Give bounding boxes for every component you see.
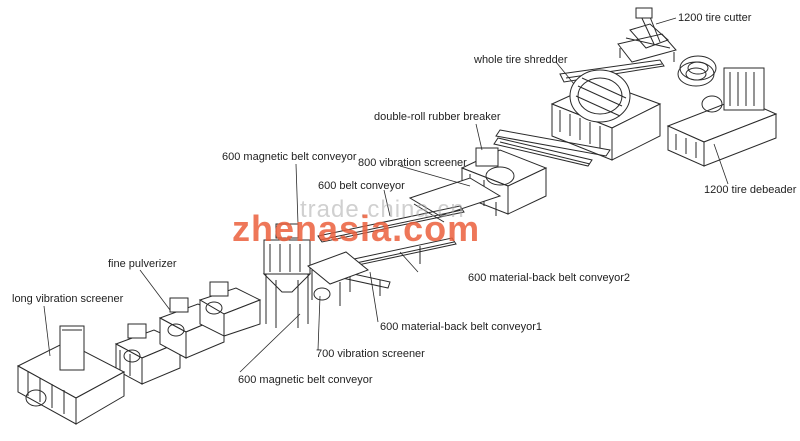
label-fine-pulverizer: fine pulverizer (108, 258, 177, 270)
tire-debeader-machine (666, 67, 778, 167)
label-material-back-conveyor2: 600 material-back belt conveyor2 (468, 272, 631, 284)
fine-pulverizer-machines (114, 281, 262, 385)
label-belt-conveyor-600: 600 belt conveyor (318, 180, 405, 192)
leader-lines (43, 17, 729, 373)
watermark-zhenasia: zhenasia.com (232, 208, 481, 249)
label-tire-cutter: 1200 tire cutter (678, 12, 752, 24)
label-magnetic-belt-conveyor-bottom: 600 magnetic belt conveyor (238, 374, 373, 386)
label-whole-tire-shredder: whole tire shredder (474, 54, 568, 66)
label-material-back-conveyor1: 600 material-back belt conveyor1 (380, 321, 543, 333)
tire-cutter-machine (617, 7, 677, 63)
tire-stack (677, 55, 717, 87)
label-magnetic-belt-conveyor-top: 600 magnetic belt conveyor (222, 151, 357, 163)
label-double-roll-breaker: double-roll rubber breaker (374, 111, 501, 123)
label-vibration-screener-700: 700 vibration screener (316, 348, 425, 360)
vibration-screener-700 (307, 251, 369, 306)
watermark-trade-china: trade.china.cn (300, 196, 465, 223)
whole-tire-shredder-machine (550, 69, 662, 161)
label-long-vibration-screener: long vibration screener (12, 293, 124, 305)
shredder-outlet-conveyor (493, 129, 611, 167)
long-vibration-screener-machine (16, 325, 126, 425)
storage-silo (262, 223, 312, 328)
label-vibration-screener-800: 800 vibration screener (358, 157, 467, 169)
label-tire-debeader: 1200 tire debeader (704, 184, 797, 196)
